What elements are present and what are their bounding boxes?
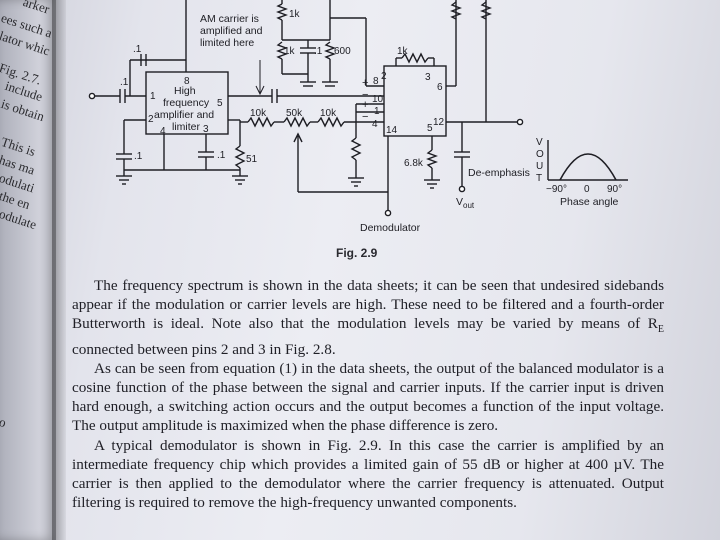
r10k-b-label: 10k <box>320 108 337 119</box>
r51-label: 51 <box>246 154 258 165</box>
paragraph: As can be seen from equation (1) in the … <box>72 359 664 435</box>
facing-page-text: o <box>0 414 9 431</box>
pin-5-r-label: 5 <box>427 123 433 134</box>
block1-line3: amplifier and <box>154 109 214 121</box>
tick-90: 90° <box>607 184 622 195</box>
facing-page: arker ees such a lator whic Fig. 2.7. in… <box>0 0 56 540</box>
r-top-label: 1k <box>289 9 301 20</box>
vout-axis-v: V <box>536 137 543 148</box>
tick-0: 0 <box>584 184 590 195</box>
demodulator-label: Demodulator <box>360 222 421 234</box>
pin-4-label: 4 <box>160 126 166 137</box>
c-bot2-label: .1 <box>217 150 226 161</box>
plus-sign: + <box>362 99 368 111</box>
body-text: The frequency spectrum is shown in the d… <box>72 276 664 512</box>
vout-axis-u: U <box>536 161 543 172</box>
c-in-left-label: .1 <box>120 77 129 88</box>
vout-main: V <box>456 196 463 208</box>
pin-12-label: 12 <box>433 117 445 128</box>
minus-sign: − <box>362 89 368 101</box>
pin-10-label: 10 <box>372 94 384 105</box>
r6k8-label: 6.8k <box>404 158 424 169</box>
tick-minus-90: −90° <box>546 184 567 195</box>
pin-14-label: 14 <box>386 125 398 136</box>
vout-label: Vout <box>456 196 475 210</box>
vout-axis-o: O <box>536 149 544 160</box>
r10k-a-label: 10k <box>250 108 267 119</box>
c-mid-label: .1 <box>314 46 323 57</box>
pin-5-label: 5 <box>217 98 223 109</box>
r50k-label: 50k <box>286 108 303 119</box>
paragraph-1-tail: connected between pins 2 and 3 in Fig. 2… <box>72 340 336 358</box>
paragraph: A typical demodulator is shown in Fig. 2… <box>72 436 664 512</box>
block1-line4: limiter <box>172 121 201 133</box>
pin-3-label: 3 <box>203 124 209 135</box>
r1k-mid-label: 1k <box>284 46 296 57</box>
figure-caption: Fig. 2.9 <box>336 246 378 260</box>
circuit-diagram: 1k AM carrier is amplified and limited h… <box>88 0 628 234</box>
paragraph-1-text: The frequency spectrum is shown in the d… <box>72 277 664 333</box>
minus-sign: − <box>362 111 368 123</box>
vout-axis-t: T <box>536 173 542 184</box>
book-gutter-shadow <box>52 0 66 540</box>
block1-line1: High <box>174 85 196 97</box>
pin-1-label: 1 <box>150 91 156 102</box>
am-note-line3: limited here <box>200 37 254 49</box>
plus-sign: + <box>362 77 368 89</box>
pin-2-r-label: 2 <box>381 71 387 82</box>
facing-page-text: arker <box>21 0 52 17</box>
pin-6-label: 6 <box>437 82 443 93</box>
deemphasis-label: De-emphasis <box>468 167 530 179</box>
pin-8-2-label: 8 <box>373 76 379 87</box>
pin-3-r-label: 3 <box>425 72 431 83</box>
r1k-fb-label: 1k <box>397 46 409 57</box>
phase-angle-label: Phase angle <box>560 196 619 208</box>
c-in-top-label: .1 <box>133 44 142 55</box>
pin-4-r-label: 4 <box>372 119 378 130</box>
pin-2-label: 2 <box>148 114 154 125</box>
r600-label: 600 <box>334 46 351 57</box>
pin-1-r-label: 1 <box>374 106 380 117</box>
block1-line2: frequency <box>163 97 210 109</box>
c-bot1-label: .1 <box>134 151 143 162</box>
paragraph: The frequency spectrum is shown in the d… <box>72 276 664 359</box>
re-subscript: E <box>657 324 664 336</box>
vout-subscript: out <box>463 201 475 210</box>
am-note-line2: amplified and <box>200 25 263 37</box>
am-note-line1: AM carrier is <box>200 13 259 25</box>
pin-8-label: 8 <box>184 76 190 87</box>
